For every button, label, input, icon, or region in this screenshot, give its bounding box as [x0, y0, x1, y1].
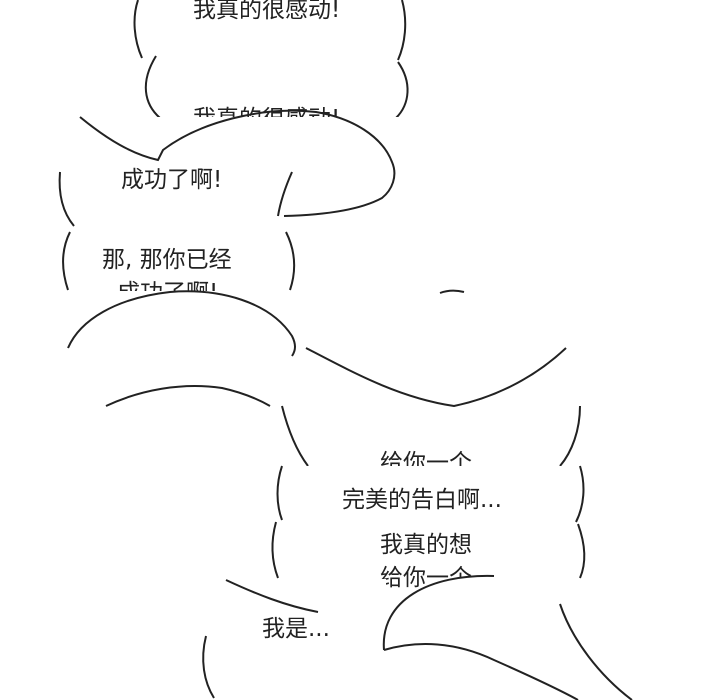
- bubble-fill: [0, 117, 720, 230]
- speech-text-line: 完美的告白啊...: [342, 487, 502, 513]
- speech-text-line: 那, 那你已经: [102, 247, 232, 273]
- speech-text-line: 成功了啊!: [121, 167, 223, 193]
- bubble-fill: [270, 523, 592, 580]
- speech-text-line: 我真的想: [380, 532, 472, 558]
- speech-text-line: 我是...: [262, 616, 330, 642]
- bubble-fill: [0, 230, 720, 292]
- bubble-fill: [0, 291, 720, 407]
- bubble-fill: [276, 466, 588, 526]
- speech-text-line: 我真的很感动!: [193, 0, 341, 23]
